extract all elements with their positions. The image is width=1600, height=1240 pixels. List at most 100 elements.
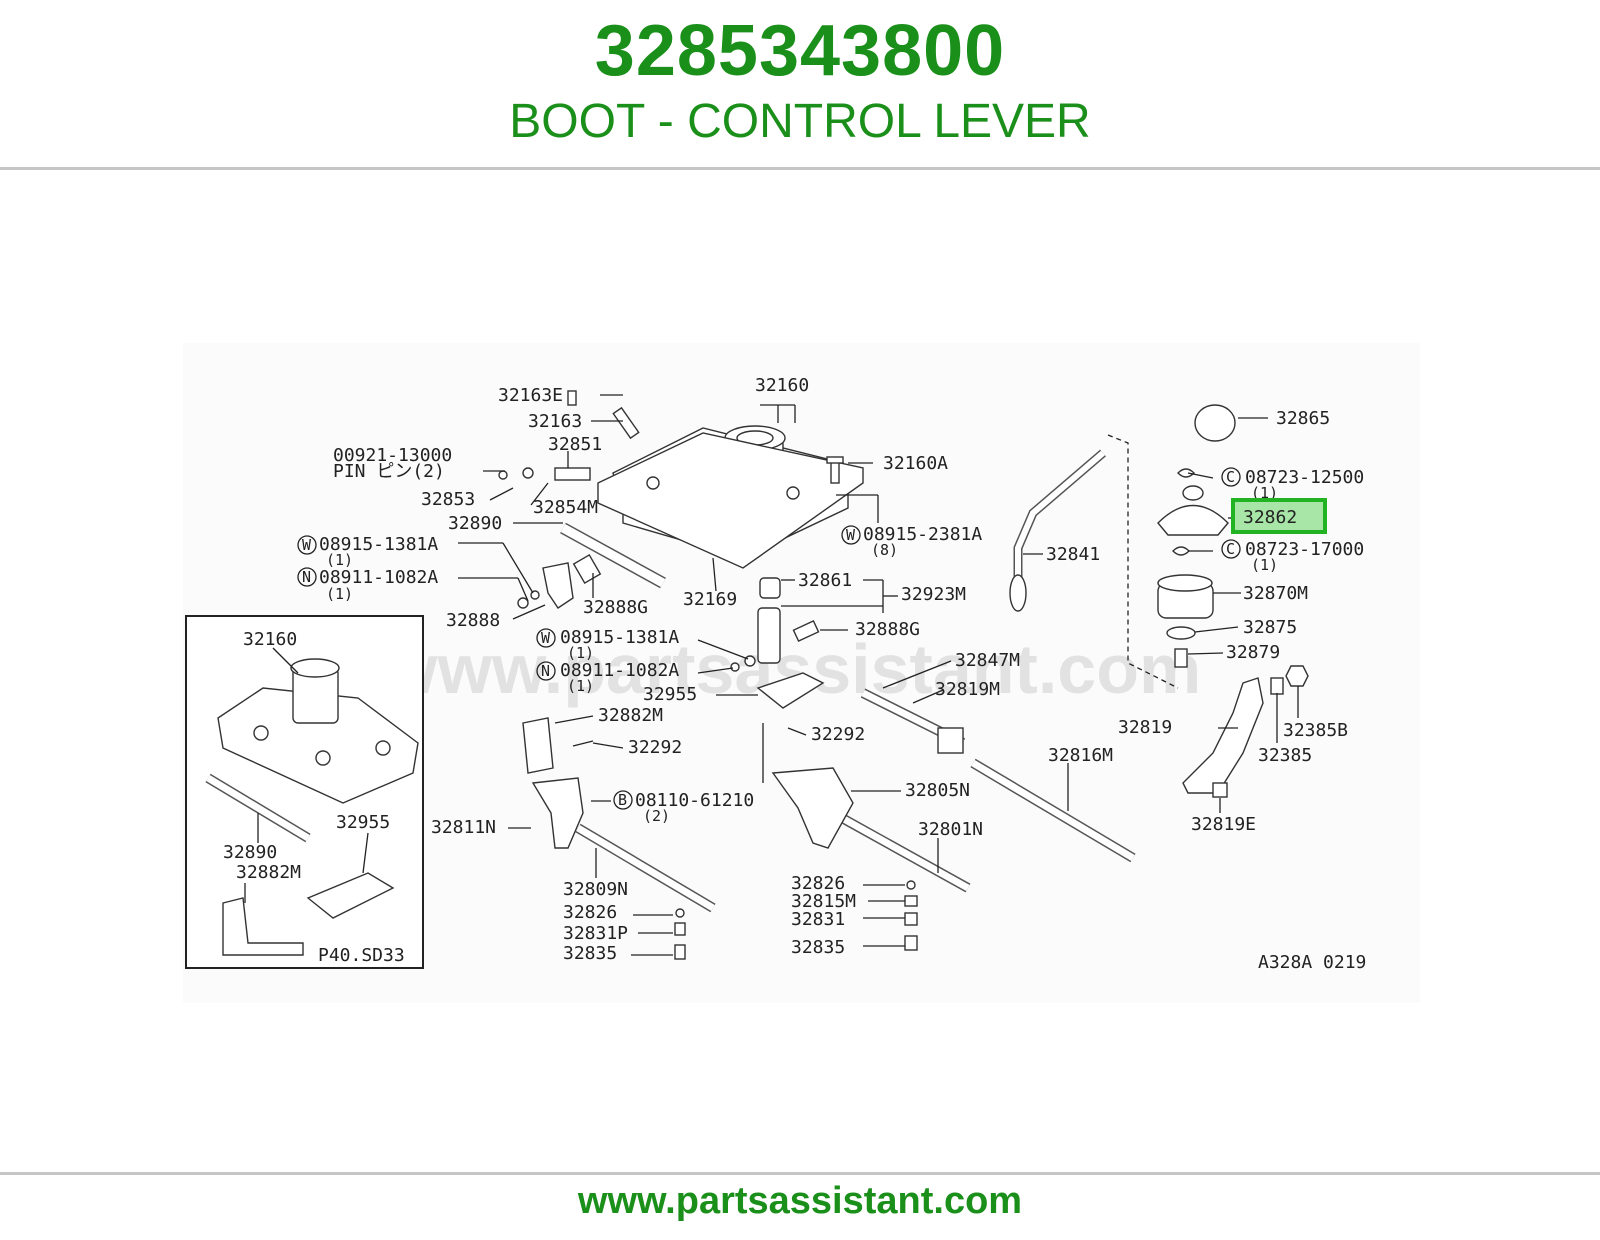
inset-callout-label: 32955: [336, 812, 390, 833]
callout-label: 32809N: [563, 879, 628, 900]
callout-label: 32870M: [1243, 583, 1308, 604]
callout-label: 32851: [548, 434, 602, 455]
callout-label: 32811N: [431, 817, 496, 838]
boot-control-lever-part: [1157, 504, 1229, 536]
inset-callout-label: 32890: [223, 842, 277, 863]
callout-label: 32831: [791, 909, 845, 930]
callout-labels: 32163E 32160 32163 32851 00921-13000 PIN…: [319, 375, 1366, 973]
callout-label-highlighted[interactable]: 32862: [1243, 507, 1297, 528]
symbol-clamp: C: [1226, 468, 1235, 486]
knob-boot-stack-drawing: [1157, 404, 1236, 668]
circled-symbols: W N W W N B C C: [297, 467, 1241, 810]
shift-forks-drawing: [531, 727, 964, 849]
callout-label: 00921-13000: [333, 445, 452, 466]
callout-label: 32854M: [533, 497, 598, 518]
callout-label: 32819E: [1191, 814, 1256, 835]
diagram-code: A328A 0219: [1258, 952, 1366, 973]
callout-label: 32163E: [498, 385, 563, 406]
callout-label: 32879: [1226, 642, 1280, 663]
callout-label: (1): [1251, 484, 1278, 502]
footer-website-link[interactable]: www.partsassistant.com: [577, 1180, 1023, 1222]
callout-label: 32163: [528, 411, 582, 432]
callout-label: 08915-2381A: [863, 524, 982, 545]
footer-divider: [0, 1172, 1600, 1175]
callout-label: 32861: [798, 570, 852, 591]
callout-label: 08915-1381A: [560, 627, 679, 648]
parts-diagram: www.partsassistant.com: [183, 343, 1420, 1003]
callout-label: 32865: [1276, 408, 1330, 429]
symbol-bolt: B: [618, 791, 627, 809]
inset-callout-label: 32882M: [236, 862, 301, 883]
callout-label: 32292: [628, 737, 682, 758]
symbol-nut: N: [541, 662, 550, 680]
symbol-washer: W: [846, 526, 856, 544]
callout-label: 32890: [448, 513, 502, 534]
callout-label: 32826: [791, 873, 845, 894]
callout-label: 32815M: [791, 891, 856, 912]
bracket-32882m-drawing: [522, 717, 594, 774]
callout-label: 32882M: [598, 705, 663, 726]
leader-lines: [458, 394, 1299, 956]
callout-label: 08915-1381A: [319, 534, 438, 555]
callout-label: 08110-61210: [635, 790, 754, 811]
callout-label: (1): [567, 677, 594, 695]
callout-label: 32819M: [935, 679, 1000, 700]
inset-panel: 32160 32955 32890 32882M P40.SD33: [185, 615, 424, 969]
callout-label: 32385: [1258, 745, 1312, 766]
callout-label: 08911-1082A: [560, 660, 679, 681]
callout-label: 08723-17000: [1245, 539, 1364, 560]
callout-label: 32841: [1046, 544, 1100, 565]
inset-reference: P40.SD33: [318, 945, 405, 966]
callout-label: 32805N: [905, 780, 970, 801]
callout-label: 32875: [1243, 617, 1297, 638]
callout-label: 32169: [683, 589, 737, 610]
callout-label: 32888: [446, 610, 500, 631]
callout-label: (1): [326, 551, 353, 569]
bracket-32955-drawing: [756, 672, 825, 709]
callout-label: 32835: [791, 937, 845, 958]
pin-spring-drawing: [498, 390, 640, 481]
callout-label: 32888G: [583, 597, 648, 618]
callout-label: (1): [326, 585, 353, 603]
highlighted-part-box[interactable]: [1231, 498, 1327, 534]
control-lever-drawing: [1009, 434, 1179, 689]
header: 3285343800 BOOT - CONTROL LEVER: [0, 0, 1600, 168]
callout-label: (1): [567, 644, 594, 662]
callout-label: 08723-12500: [1245, 467, 1364, 488]
bolt-drawing: [826, 456, 844, 484]
callout-label: 32385B: [1283, 720, 1348, 741]
header-divider: [0, 167, 1600, 170]
callout-label: 08911-1082A: [319, 567, 438, 588]
symbol-washer: W: [541, 629, 551, 647]
callout-label: (8): [871, 541, 898, 559]
callout-label: 32955: [643, 684, 697, 705]
callout-label: 32819: [1118, 717, 1172, 738]
callout-label: 32801N: [918, 819, 983, 840]
symbol-clamp: C: [1226, 540, 1235, 558]
callout-label: 32160: [755, 375, 809, 396]
callout-label: 32853: [421, 489, 475, 510]
detent-parts-drawing: [674, 880, 918, 960]
callout-label: 32160A: [883, 453, 948, 474]
rod-drawing: [560, 522, 666, 589]
parts-diagram-svg: www.partsassistant.com: [185, 375, 1366, 973]
callout-label: 32888G: [855, 619, 920, 640]
symbol-washer: W: [302, 536, 312, 554]
callout-label: 32923M: [901, 584, 966, 605]
part-name-subtitle: BOOT - CONTROL LEVER: [509, 95, 1091, 148]
callout-label: 32831P: [563, 923, 628, 944]
callout-label: 32292: [811, 724, 865, 745]
callout-label: 32826: [563, 902, 617, 923]
callout-label: (1): [1251, 556, 1278, 574]
callout-label: 32847M: [955, 650, 1020, 671]
callout-label: 32835: [563, 943, 617, 964]
symbol-nut: N: [302, 568, 311, 586]
part-number-title: 3285343800: [594, 11, 1006, 91]
shifter-housing-drawing: [597, 425, 864, 569]
callout-label: PIN ピン(2): [333, 461, 445, 482]
callout-label: 32816M: [1048, 745, 1113, 766]
callout-label: (2): [643, 807, 670, 825]
fork-32819-drawing: [1182, 665, 1309, 798]
link-drawing: [730, 577, 820, 672]
inset-callout-label: 32160: [243, 629, 297, 650]
